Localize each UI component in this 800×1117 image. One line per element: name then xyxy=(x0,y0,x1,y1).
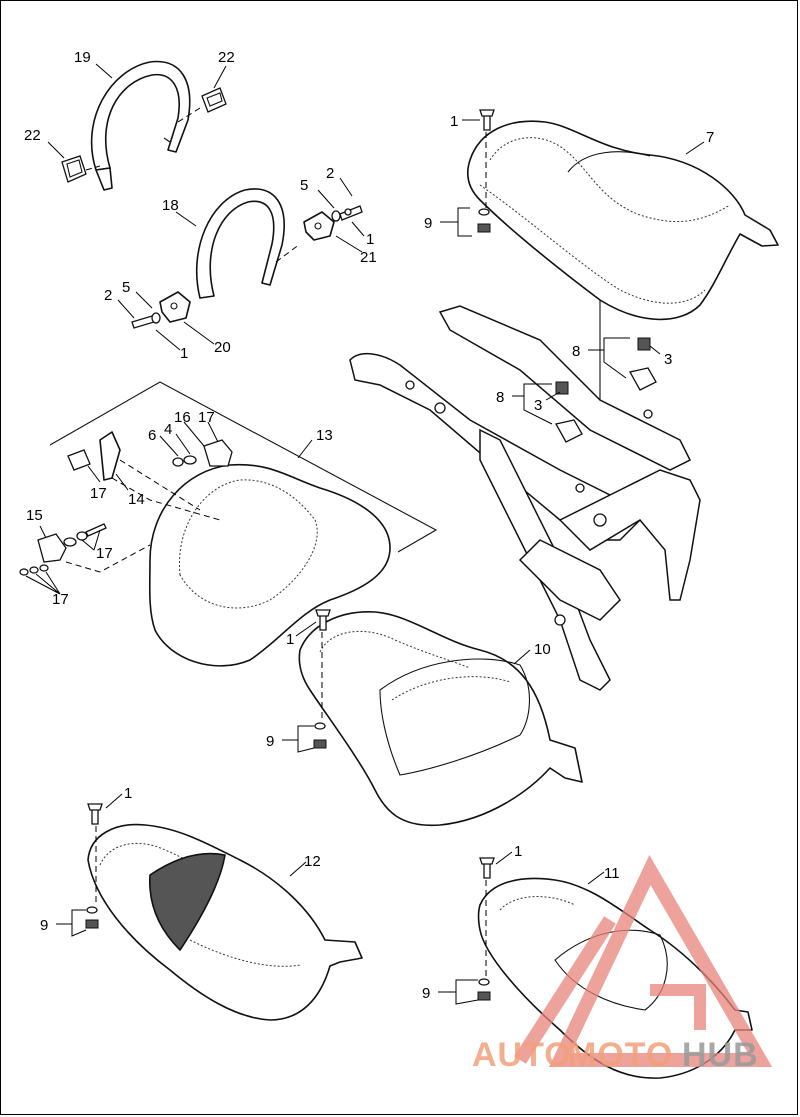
callout-22: 22 xyxy=(218,49,235,66)
callout-9: 9 xyxy=(424,215,432,232)
bolt-1-seat7 xyxy=(479,109,495,131)
watermark-auto: AUTO xyxy=(472,1036,572,1074)
callout-2: 2 xyxy=(104,287,112,304)
callout-20: 20 xyxy=(214,339,231,356)
bolt-1-seat12 xyxy=(87,803,103,825)
callout-6: 6 xyxy=(148,427,156,444)
leader-lines xyxy=(25,63,705,1005)
bolt-1-seat10 xyxy=(315,609,331,631)
nut-9-seat12 xyxy=(85,906,99,929)
callout-1: 1 xyxy=(180,345,188,362)
callout-16: 16 xyxy=(174,409,191,426)
callout-21: 21 xyxy=(360,249,377,266)
callout-1: 1 xyxy=(286,631,294,648)
callout-1: 1 xyxy=(514,843,522,860)
callout-14: 14 xyxy=(128,491,145,508)
clip-22-left xyxy=(61,155,87,183)
knob-16-17 xyxy=(172,439,233,467)
bushing-17-left xyxy=(67,449,91,471)
nut-9-seat10 xyxy=(313,722,327,749)
callout-18: 18 xyxy=(162,197,179,214)
callout-5: 5 xyxy=(300,177,308,194)
backrest-upright-18 xyxy=(195,188,285,299)
backrest-upright-19 xyxy=(90,60,191,191)
callout-7: 7 xyxy=(706,129,714,146)
bolt-1-seat11 xyxy=(479,857,495,879)
callout-5: 5 xyxy=(122,279,130,296)
callout-15: 15 xyxy=(26,507,43,524)
hardware-2-5-lower xyxy=(131,312,161,329)
callout-8: 8 xyxy=(496,389,504,406)
knob-15 xyxy=(37,523,107,563)
callout-3: 3 xyxy=(664,351,672,368)
callout-9: 9 xyxy=(40,917,48,934)
clip-22-top xyxy=(201,87,227,113)
nut-9-seat11 xyxy=(477,978,491,1001)
callout-3: 3 xyxy=(534,397,542,414)
callout-17: 17 xyxy=(90,485,107,502)
callout-9: 9 xyxy=(266,733,274,750)
clip-3-lower xyxy=(555,381,583,443)
mount-bracket-21 xyxy=(303,211,335,241)
mount-bracket-20 xyxy=(159,291,191,323)
backrest-box-outline xyxy=(49,381,438,553)
callout-4: 4 xyxy=(164,421,172,438)
callout-13: 13 xyxy=(316,427,333,444)
callout-10: 10 xyxy=(534,641,551,658)
callout-12: 12 xyxy=(304,853,321,870)
bracket-14 xyxy=(99,431,121,481)
callout-19: 19 xyxy=(74,49,91,66)
watermark-moto: MOTO xyxy=(568,1036,673,1074)
watermark-hub: HUB xyxy=(682,1036,759,1074)
watermark-logo xyxy=(514,854,773,1067)
callout-1: 1 xyxy=(124,785,132,802)
nut-9-seat7 xyxy=(477,208,491,233)
callout-22: 22 xyxy=(24,127,41,144)
callout-17: 17 xyxy=(198,409,215,426)
backrest-pad-13 xyxy=(148,463,391,667)
watermark-text: AUTO MOTO HUB xyxy=(472,1036,759,1074)
callout-17: 17 xyxy=(96,545,113,562)
seat-10 xyxy=(298,611,583,827)
callout-17: 17 xyxy=(52,591,69,608)
callout-8: 8 xyxy=(572,343,580,360)
callout-1: 1 xyxy=(366,231,374,248)
clip-3-upper xyxy=(629,337,657,391)
callout-labels: 19 22 22 18 2 5 1 21 2 5 1 20 1 7 9 8 3 … xyxy=(24,49,714,1002)
callout-1: 1 xyxy=(450,113,458,130)
washers-17 xyxy=(19,564,49,576)
callout-2: 2 xyxy=(326,165,334,182)
seat-12 xyxy=(87,823,363,1021)
seat-7 xyxy=(466,120,779,321)
callout-11: 11 xyxy=(604,865,620,882)
callout-9: 9 xyxy=(422,985,430,1002)
hardware-2-5-upper xyxy=(331,205,363,222)
